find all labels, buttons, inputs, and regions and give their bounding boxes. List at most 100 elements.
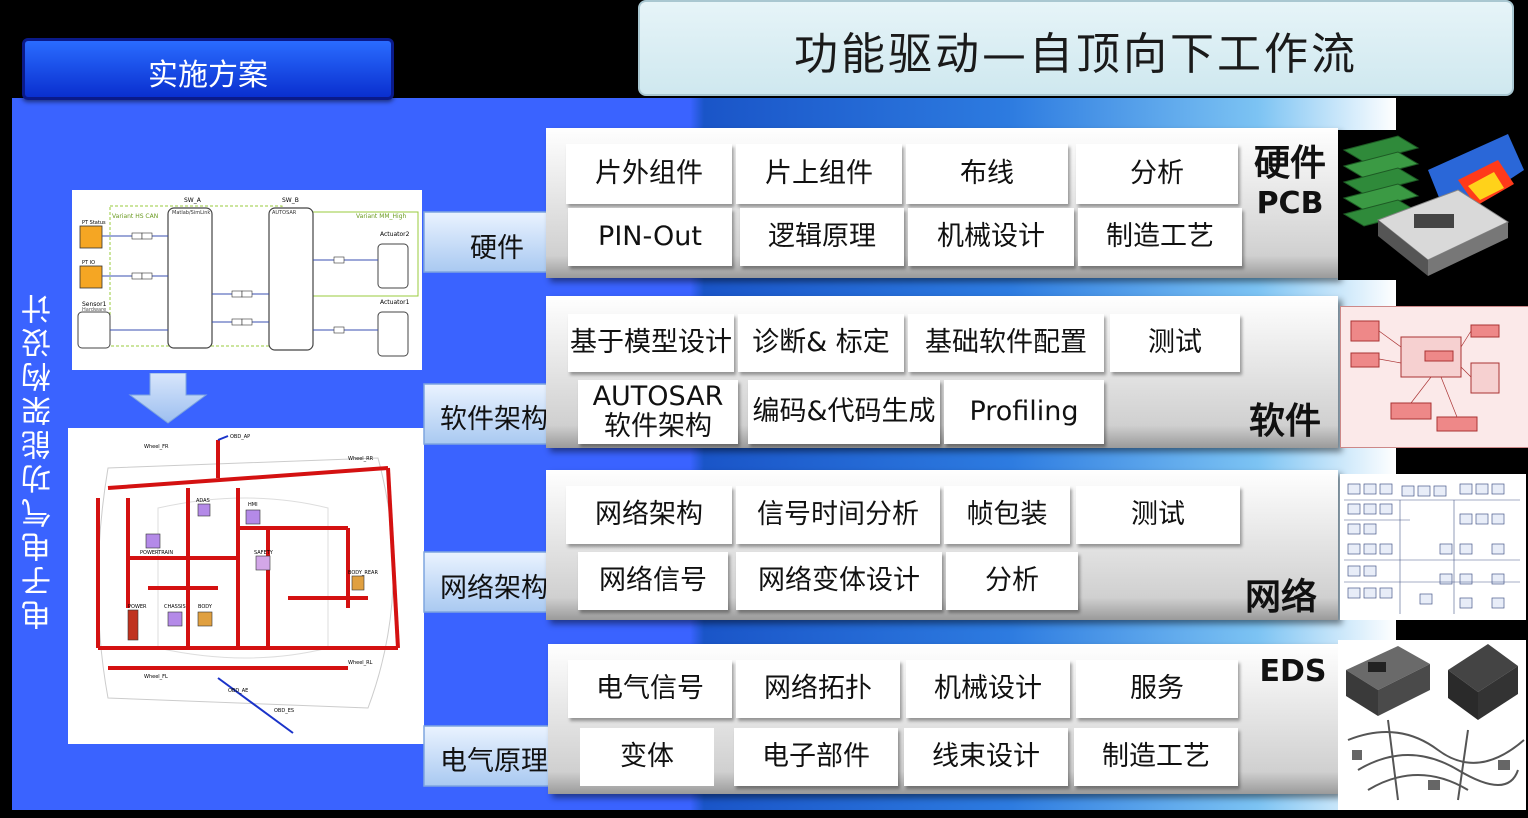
obd-es-label: OBD_ES	[274, 708, 294, 714]
pt-status-label: PT Status	[82, 220, 106, 226]
power-label: POWER	[128, 604, 147, 610]
eds-cell-signal[interactable]: 电气信号	[568, 660, 732, 718]
section-network: 网络架构 信号时间分析 帧包装 测试 网络信号 网络变体设计 分析 网络	[546, 470, 1338, 620]
powertrain-node	[145, 533, 161, 549]
eds-harness-illustration	[1346, 644, 1525, 801]
sw-cell-model-based[interactable]: 基于模型设计	[568, 314, 734, 372]
pcb-illustration	[1342, 134, 1524, 276]
section-electrical: 电气信号 网络拓扑 机械设计 服务 变体 电子部件 线束设计 制造工艺 EDS	[548, 644, 1338, 794]
section-software: 基于模型设计 诊断& 标定 基础软件配置 测试 AUTOSAR 软件架构 编码&…	[546, 296, 1338, 448]
wheel-fr-label: Wheel_FR	[144, 444, 169, 450]
variant-left-label: Variant HS CAN	[112, 213, 158, 220]
actuator1-block	[377, 311, 409, 357]
net-cell-timing[interactable]: 信号时间分析	[736, 486, 940, 544]
wheel-rr-label: Wheel_RR	[348, 456, 374, 462]
pt-io-label: PT IO	[82, 260, 95, 266]
hw-side-label-pcb: PCB	[1256, 186, 1324, 221]
eds-cell-components[interactable]: 电子部件	[734, 728, 898, 786]
function-architecture-svg: Variant HS CAN Variant MM_High SW_A Matl…	[77, 197, 419, 357]
body-rear-label: BODY_REAR	[348, 570, 378, 576]
sw-cell-bsw-config[interactable]: 基础软件配置	[908, 314, 1104, 372]
hw-cell-manufacturing[interactable]: 制造工艺	[1078, 208, 1242, 266]
hw-cell-logic[interactable]: 逻辑原理	[740, 208, 904, 266]
eds-cell-harness[interactable]: 线束设计	[904, 728, 1068, 786]
section-hardware: 片外组件 片上组件 布线 分析 PIN-Out 逻辑原理 机械设计 制造工艺 硬…	[546, 128, 1338, 278]
eds-cell-mechanical[interactable]: 机械设计	[906, 660, 1070, 718]
wheel-fl-label: Wheel_FL	[144, 674, 168, 680]
sensor1-hardware-label: Hardware	[82, 307, 106, 313]
hw-cell-pinout[interactable]: PIN-Out	[568, 208, 732, 266]
hw-cell-offchip[interactable]: 片外组件	[566, 144, 732, 204]
pcb-image	[1338, 130, 1524, 280]
hw-cell-mechanical[interactable]: 机械设计	[908, 208, 1074, 266]
obd-ae-label: OBD_AE	[228, 688, 248, 694]
sw-side-label: 软件	[1248, 401, 1321, 442]
vertical-section-label: 电子电气功能架构设计	[22, 290, 57, 630]
sw-a-sub-label: Matlab/SimLink	[172, 210, 210, 216]
sw-cell-codegen[interactable]: 编码&代码生成	[748, 380, 940, 444]
sw-cell-profiling[interactable]: Profiling	[944, 380, 1104, 444]
vehicle-topology-svg: ADAS HMI POWERTRAIN SAFETY CHASSIS BODY …	[96, 434, 400, 734]
sw-cell-autosar-line2: 软件架构	[604, 411, 712, 442]
eds-harness-image	[1338, 640, 1526, 810]
net-cell-test[interactable]: 测试	[1076, 486, 1240, 544]
body-node	[197, 611, 213, 627]
net-cell-analysis[interactable]: 分析	[946, 552, 1078, 610]
actuator1-label: Actuator1	[380, 299, 410, 306]
eds-cell-variant[interactable]: 变体	[580, 728, 714, 786]
title-banner	[638, 0, 1514, 96]
actuator2-label: Actuator2	[380, 231, 410, 238]
page-title: 功能驱动—自顶向下工作流	[794, 29, 1358, 80]
net-cell-variant[interactable]: 网络变体设计	[736, 552, 942, 610]
adas-node	[197, 503, 211, 517]
software-model-image	[1340, 306, 1528, 448]
network-diagram-image	[1340, 474, 1526, 620]
eds-cell-service[interactable]: 服务	[1076, 660, 1238, 718]
sw-cell-test[interactable]: 测试	[1110, 314, 1240, 372]
net-cell-signal[interactable]: 网络信号	[578, 552, 728, 610]
tab-implementation[interactable]	[22, 38, 394, 100]
eds-side-label: EDS	[1259, 654, 1327, 689]
hw-cell-onchip[interactable]: 片上组件	[736, 144, 902, 204]
sw-cell-autosar-line1: AUTOSAR	[592, 381, 724, 413]
sensor1-label: Sensor1	[82, 301, 107, 308]
chassis-label: CHASSIS	[164, 604, 186, 610]
network-diagram-illustration	[1344, 483, 1520, 614]
powertrain-label: POWERTRAIN	[140, 550, 173, 556]
sw-cell-diagnosis[interactable]: 诊断& 标定	[738, 314, 904, 372]
body-rear-node	[351, 575, 365, 591]
tab-implementation-label: 实施方案	[148, 58, 268, 93]
arrow-software-label: 软件架构	[440, 404, 548, 435]
power-node	[127, 609, 139, 641]
actuator2-block	[377, 243, 409, 289]
sw-a-block	[167, 207, 213, 349]
hw-cell-routing[interactable]: 布线	[906, 144, 1068, 204]
net-cell-architecture[interactable]: 网络架构	[566, 486, 732, 544]
software-model-illustration	[1350, 320, 1500, 432]
variant-right-label: Variant MM_High	[356, 213, 407, 220]
net-side-label: 网络	[1244, 577, 1317, 618]
hw-side-label: 硬件	[1253, 143, 1326, 184]
vehicle-topology-diagram: ADAS HMI POWERTRAIN SAFETY CHASSIS BODY …	[68, 428, 424, 744]
autosar-label: AUTOSAR	[272, 210, 297, 216]
body-label: BODY	[198, 604, 213, 610]
arrow-network-label: 网络架构	[440, 573, 548, 604]
net-cell-frame[interactable]: 帧包装	[944, 486, 1070, 544]
adas-label: ADAS	[196, 498, 210, 504]
hmi-node	[245, 509, 261, 525]
sw-b-block	[268, 207, 314, 351]
down-arrow-icon	[128, 373, 208, 424]
eds-cell-manufacturing[interactable]: 制造工艺	[1074, 728, 1238, 786]
hw-cell-analysis[interactable]: 分析	[1076, 144, 1238, 204]
chassis-node	[167, 611, 183, 627]
pt-io-block	[79, 265, 103, 289]
eds-cell-topology[interactable]: 网络拓扑	[736, 660, 900, 718]
sw-cell-autosar[interactable]: AUTOSAR 软件架构	[578, 380, 738, 444]
sw-b-label: SW_B	[282, 197, 299, 204]
sw-a-label: SW_A	[184, 197, 202, 204]
pt-status-block	[79, 225, 103, 249]
arrow-hardware-label: 硬件	[470, 233, 524, 264]
safety-node	[255, 555, 271, 571]
sensor1-block	[77, 311, 111, 349]
function-architecture-diagram: Variant HS CAN Variant MM_High SW_A Matl…	[72, 190, 422, 370]
